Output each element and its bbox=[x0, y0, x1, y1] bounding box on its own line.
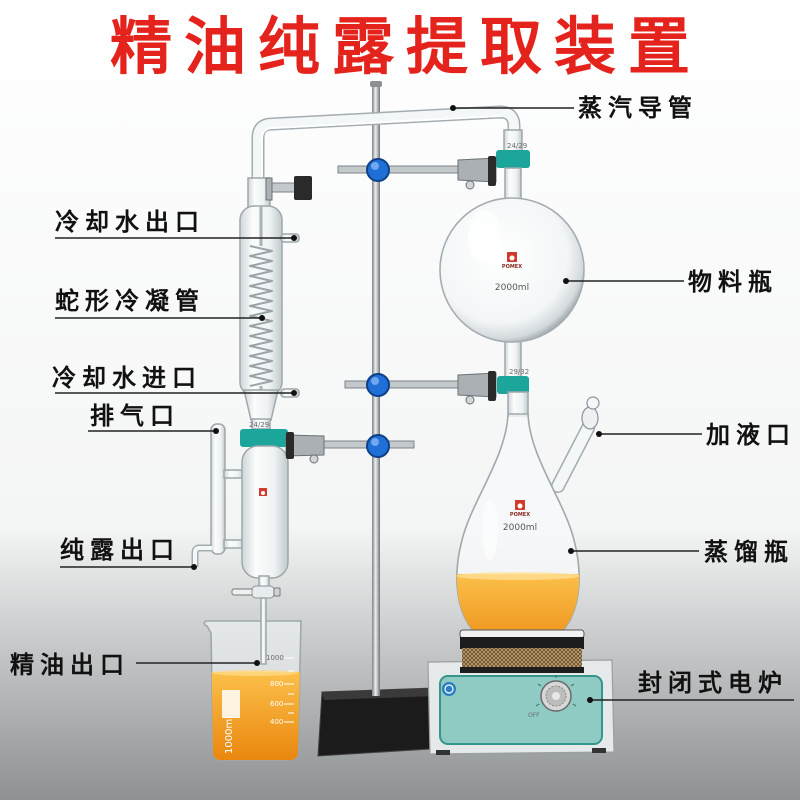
label-hydrosol-outlet: 纯露出口 bbox=[60, 536, 180, 564]
top-clamp-knob bbox=[366, 158, 390, 182]
label-coolant-outlet: 冷却水出口 bbox=[55, 208, 205, 236]
material-flask-brand: POMEX bbox=[502, 264, 522, 270]
middle-teal-joint bbox=[497, 376, 529, 394]
material-flask-sphere bbox=[439, 197, 585, 343]
furnace-dial-scale bbox=[535, 675, 577, 707]
vent-side-tube bbox=[210, 423, 226, 555]
middle-joint-size: 29/32 bbox=[509, 368, 529, 376]
distillation-flask-brand: POMEX bbox=[510, 512, 530, 518]
separator-body bbox=[241, 445, 289, 579]
top-teal-joint bbox=[496, 150, 530, 168]
electric-furnace: OFF bbox=[427, 659, 615, 755]
label-oil-outlet: 精油出口 bbox=[10, 651, 130, 679]
condenser-clamp bbox=[265, 176, 312, 201]
dial-off-label: OFF bbox=[528, 712, 540, 719]
label-serpentine-condenser: 蛇形冷凝管 bbox=[55, 287, 205, 315]
oil-beaker: 1000 800 600 400 1000ml bbox=[203, 620, 302, 761]
labels: 蒸汽导管 冷却水出口 蛇形冷凝管 冷却水进口 排气口 纯露出口 精油出口 物料瓶… bbox=[10, 94, 796, 697]
material-flask-volume: 2000ml bbox=[495, 283, 529, 293]
label-electric-furnace: 封闭式电炉 bbox=[638, 669, 788, 697]
drip-tip bbox=[260, 597, 267, 665]
distillation-flask-volume: 2000ml bbox=[503, 523, 537, 533]
mantle-mesh bbox=[462, 648, 582, 668]
leader-lines bbox=[55, 105, 794, 703]
beaker-marking-area bbox=[222, 690, 240, 718]
condenser-bottom-taper bbox=[243, 389, 279, 421]
label-vent: 排气口 bbox=[90, 402, 180, 430]
filling-port-stopper bbox=[581, 406, 599, 430]
condenser-coil bbox=[249, 245, 273, 387]
condenser-joint-size: 24/29 bbox=[249, 421, 269, 429]
essential-oil-liquid bbox=[204, 672, 301, 760]
beaker-volume: 1000ml bbox=[224, 716, 235, 754]
oil-water-separator bbox=[191, 423, 289, 665]
furnace-panel bbox=[439, 675, 603, 745]
label-material-flask: 物料瓶 bbox=[688, 268, 778, 296]
furnace-logo bbox=[442, 682, 456, 696]
beaker-scale-400: 400 bbox=[270, 718, 283, 726]
top-joint-size: 24/29 bbox=[507, 142, 527, 150]
furnace-foot-right bbox=[592, 748, 606, 753]
middle-clamp-knob bbox=[366, 373, 390, 397]
beaker-scale-800: 800 bbox=[270, 680, 283, 688]
lower-clamp bbox=[285, 432, 415, 464]
stopcock-key bbox=[231, 588, 255, 596]
beaker-scale-600: 600 bbox=[270, 700, 283, 708]
furnace-foot-left bbox=[436, 750, 450, 755]
beaker-scale-1000: 1000 bbox=[266, 654, 284, 662]
lower-clamp-knob bbox=[366, 434, 390, 458]
label-steam-tube: 蒸汽导管 bbox=[578, 94, 698, 122]
condenser-teal-joint bbox=[240, 429, 288, 447]
heating-mantle bbox=[459, 629, 585, 673]
label-distillation-flask: 蒸馏瓶 bbox=[704, 538, 794, 566]
top-clamp bbox=[337, 156, 497, 190]
material-flask: 24/29 POMEX 2000ml 29/32 bbox=[439, 129, 585, 394]
label-filling-port: 加液口 bbox=[706, 421, 796, 449]
page-title: 精油纯露提取装置 bbox=[110, 10, 702, 83]
middle-clamp bbox=[344, 371, 497, 405]
beaker-graduation bbox=[284, 657, 294, 723]
stopcock-body bbox=[251, 585, 275, 599]
stand-base bbox=[317, 687, 447, 757]
steam-tube bbox=[251, 105, 521, 190]
label-coolant-inlet: 冷却水进口 bbox=[52, 364, 202, 392]
